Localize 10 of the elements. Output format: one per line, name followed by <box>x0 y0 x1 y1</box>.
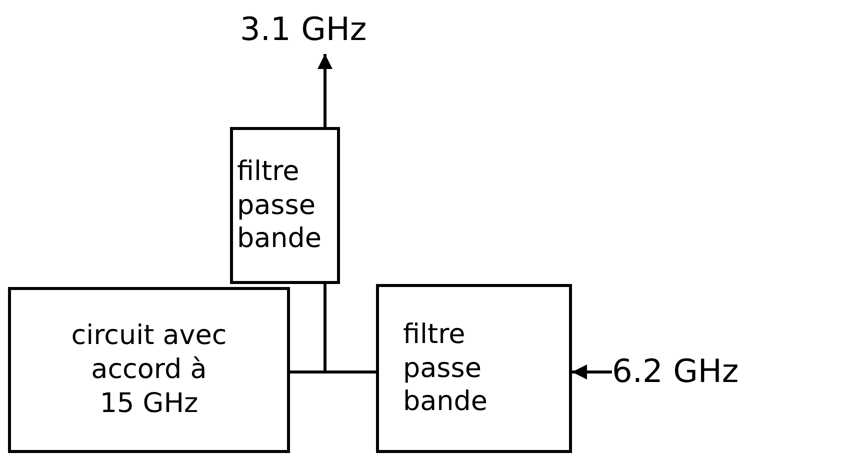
process-box <box>8 287 290 453</box>
arrow <box>572 364 612 380</box>
box-text: circuit avec accord à 15 GHz <box>71 319 227 421</box>
box-text: filtre passe bande <box>237 154 323 256</box>
arrow <box>318 54 332 127</box>
process-box <box>376 284 572 453</box>
signal-label: 3.1 GHz <box>240 6 367 52</box>
box-text: filtre passe bande <box>403 318 489 420</box>
signal-label: 6.2 GHz <box>612 346 739 396</box>
process-box <box>230 127 340 284</box>
